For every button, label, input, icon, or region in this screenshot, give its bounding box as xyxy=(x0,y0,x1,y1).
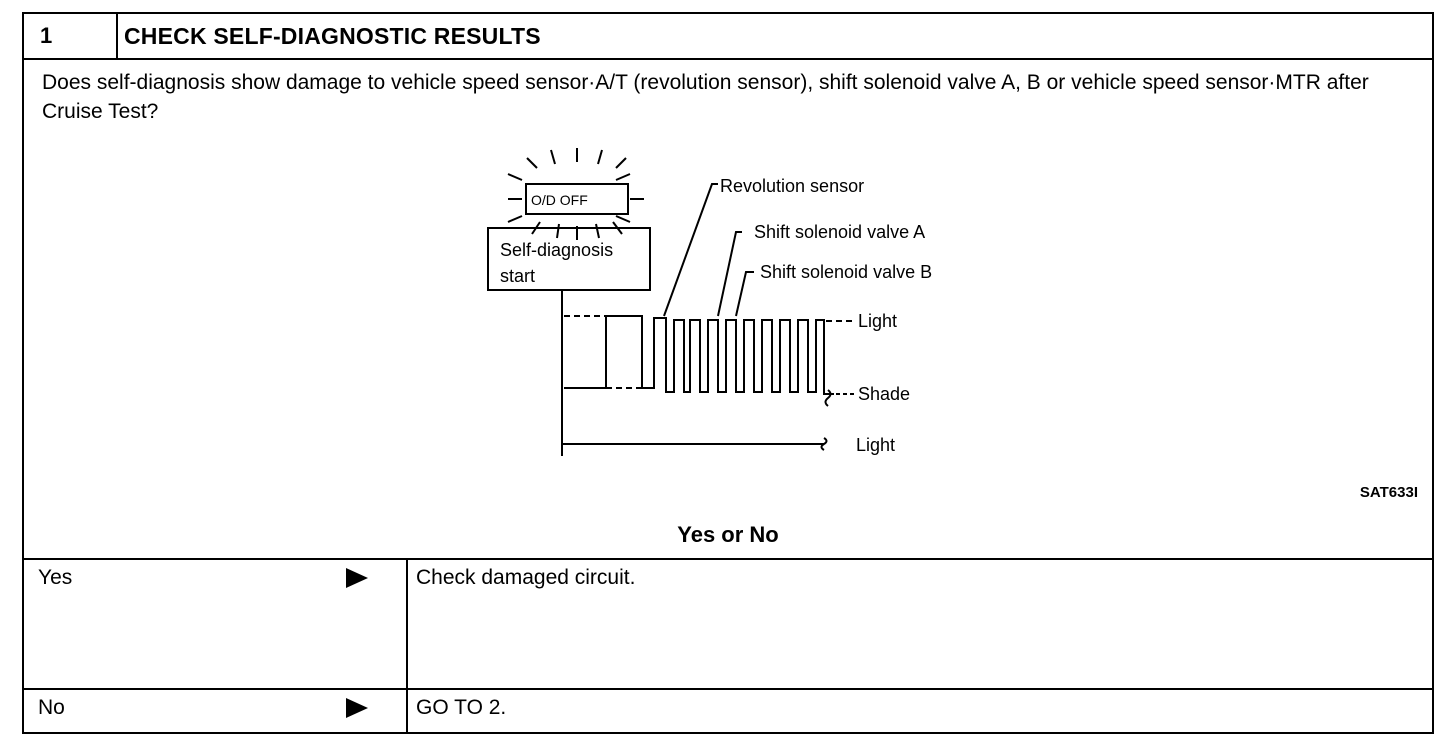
answer-result-no: GO TO 2. xyxy=(416,696,507,719)
arrow-right-icon xyxy=(346,698,368,718)
lamp-label: O/D OFF xyxy=(531,192,588,208)
answer-row-yes: Yes Check damaged circuit. xyxy=(24,558,1432,690)
self-diagnosis-start-box xyxy=(487,227,651,291)
start-box-line-1: Self-diagnosis xyxy=(500,240,613,260)
figure-code: SAT633I xyxy=(1359,484,1418,501)
signal-waveform xyxy=(564,315,834,395)
label-light-bottom: Light xyxy=(856,435,895,455)
start-box-line-2: start xyxy=(500,266,535,286)
answer-label-no: No xyxy=(38,696,65,719)
label-light-top: Light xyxy=(858,311,897,331)
step-header: 1 CHECK SELF-DIAGNOSTIC RESULTS xyxy=(24,14,1432,60)
decision-label: Yes or No xyxy=(677,522,779,547)
column-divider xyxy=(406,560,408,690)
label-shade: Shade xyxy=(858,384,910,404)
answer-row-no: No GO TO 2. xyxy=(24,688,1432,734)
label-shift-solenoid-a: Shift solenoid valve A xyxy=(754,222,925,242)
diagnostic-question: Does self-diagnosis show damage to vehic… xyxy=(42,71,1369,123)
answer-label-yes: Yes xyxy=(38,566,73,589)
self-diagnosis-diagram: O/D OFF Self-diagnosis start Revolution … xyxy=(487,148,932,456)
label-shift-solenoid-b: Shift solenoid valve B xyxy=(760,262,932,282)
arrow-right-icon xyxy=(346,568,368,588)
step-title: CHECK SELF-DIAGNOSTIC RESULTS xyxy=(124,23,541,49)
diagnostic-step-table: 1 CHECK SELF-DIAGNOSTIC RESULTS Does sel… xyxy=(22,12,1434,734)
answer-result-yes: Check damaged circuit. xyxy=(416,566,636,589)
od-off-lamp xyxy=(525,183,629,215)
column-divider xyxy=(406,690,408,734)
step-number: 1 xyxy=(24,14,118,58)
label-revolution-sensor: Revolution sensor xyxy=(720,176,864,196)
